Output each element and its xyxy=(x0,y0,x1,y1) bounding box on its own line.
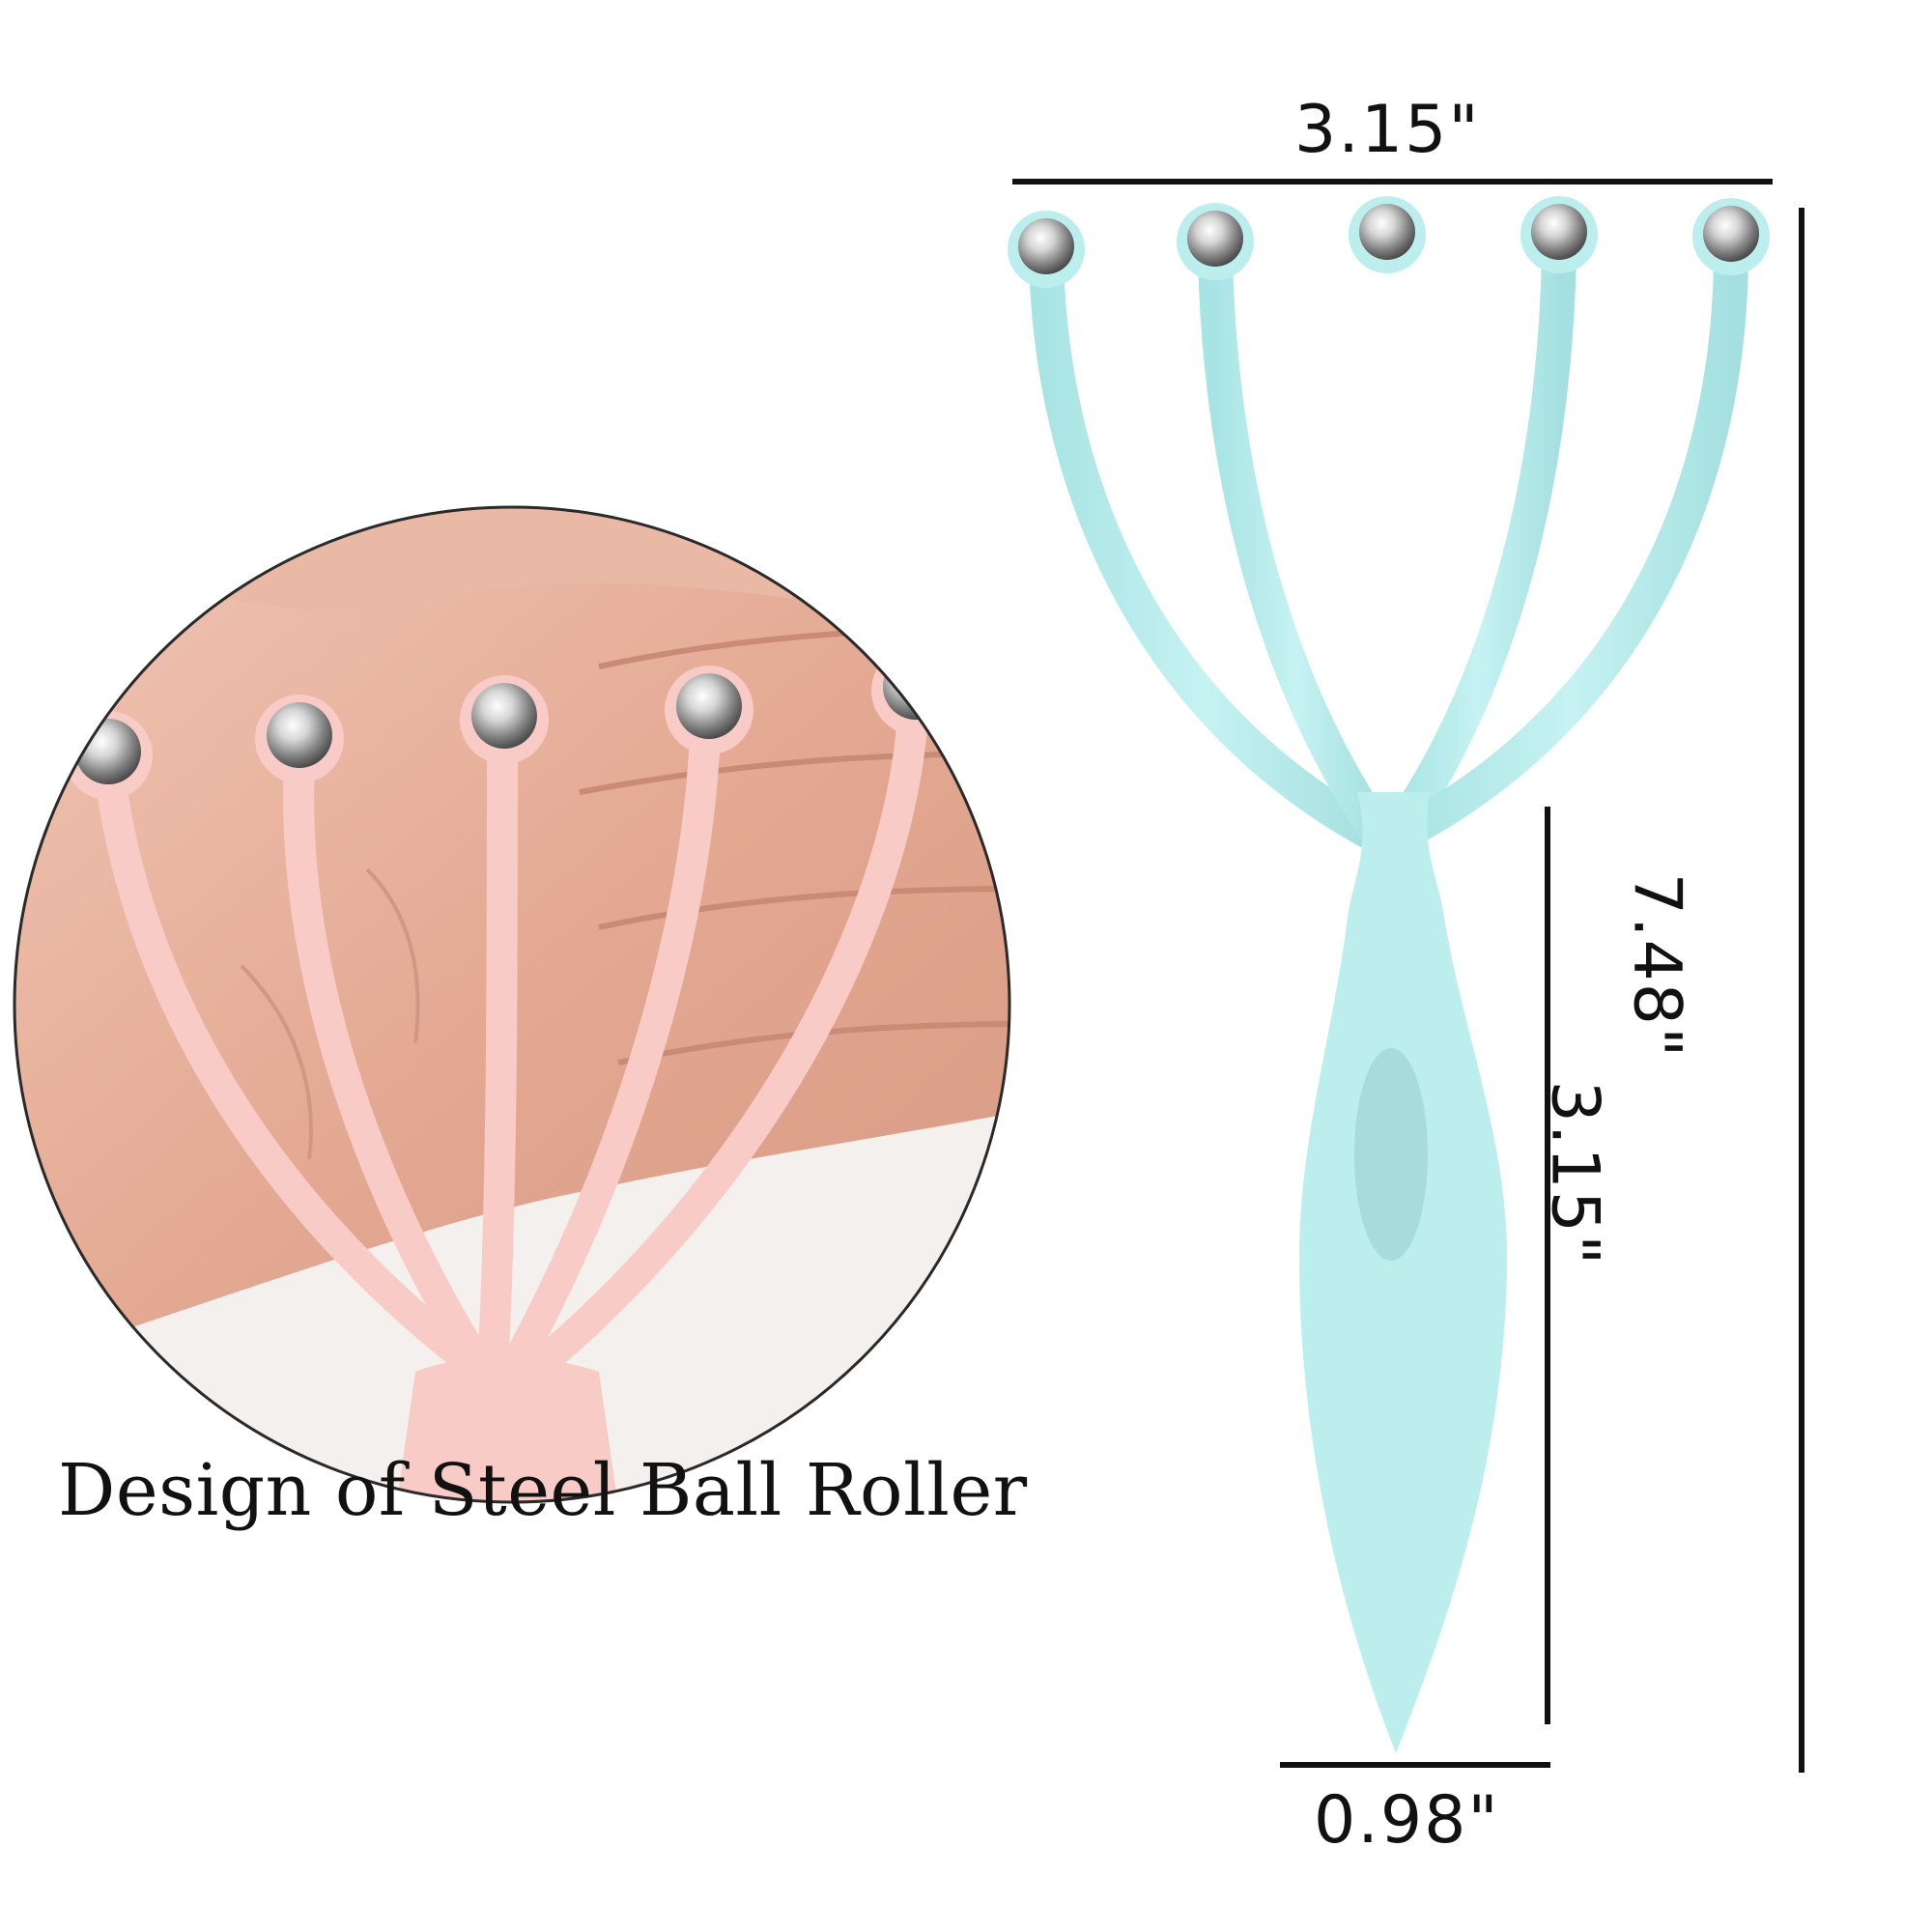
pink-prong-5 xyxy=(516,699,928,1387)
closeup-circle xyxy=(13,505,1011,1504)
steel-ball xyxy=(1703,206,1759,262)
steel-ball xyxy=(883,654,949,720)
caption-text: Design of Steel Ball Roller xyxy=(58,1449,1028,1532)
teal-grip-recess xyxy=(1354,1048,1428,1261)
teal-steel-balls xyxy=(1018,204,1759,274)
teal-prong-4 xyxy=(1381,239,1577,848)
pink-massager xyxy=(96,699,928,1502)
teal-prong-1 xyxy=(1029,243,1384,848)
finger-crease xyxy=(598,886,1009,930)
pink-prong-3 xyxy=(477,728,518,1387)
pink-prong-1 xyxy=(96,767,498,1387)
teal-prong-5 xyxy=(1391,239,1748,848)
teal-massager xyxy=(1008,196,1770,1753)
steel-ball xyxy=(267,702,332,768)
teal-prong-2 xyxy=(1198,243,1394,848)
width-dimension-label: 3.15" xyxy=(1294,92,1481,168)
pink-prong-4 xyxy=(497,719,721,1387)
total-length-dimension-label: 7.48" xyxy=(1618,872,1695,1060)
steel-ball xyxy=(676,673,742,739)
palm-line xyxy=(240,964,313,1160)
steel-ball xyxy=(1531,204,1587,260)
dimension-lines xyxy=(1012,179,1804,1773)
pink-handle xyxy=(396,1357,618,1502)
handle-length-dimension-label: 3.15" xyxy=(1536,1080,1613,1267)
steel-ball xyxy=(1187,211,1243,267)
teal-handle xyxy=(1299,792,1507,1753)
steel-ball xyxy=(471,683,537,749)
steel-ball xyxy=(1018,218,1074,274)
closeup-border xyxy=(13,505,1011,1504)
hand-wrist xyxy=(222,507,792,618)
pink-prong-2 xyxy=(283,748,498,1387)
palm-line xyxy=(365,867,420,1044)
steel-ball xyxy=(1359,204,1415,260)
handle-width-dimension-label: 0.98" xyxy=(1314,1782,1500,1859)
